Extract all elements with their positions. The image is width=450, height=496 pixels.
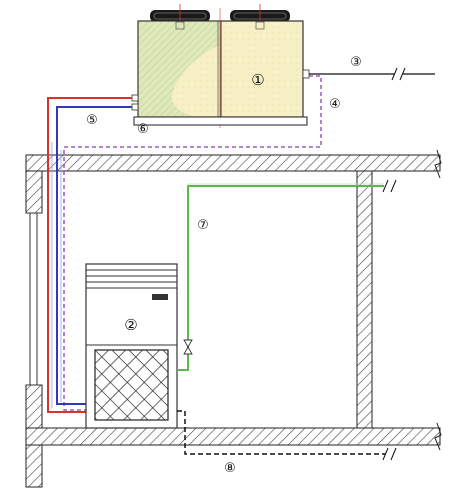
callout-red-pipe: ⑤ [86,113,98,128]
outdoor-unit-coil [139,22,219,116]
callout-drain-pipe: ⑦ [197,218,209,233]
callout-power-line: ③ [350,55,362,70]
blue-refrigerant-pipe [56,106,132,405]
callout-indoor-unit: ② [124,316,137,334]
callout-outdoor-unit: ① [251,71,264,89]
left-wall-basement [25,444,43,488]
break-mark-icon [382,447,397,461]
break-mark-icon [391,67,406,81]
indoor-unit-badge [152,294,168,300]
break-mark-icon [434,149,442,451]
callout-floor-drain: ⑧ [224,461,236,476]
callout-blue-pipe: ⑥ [137,122,149,137]
left-wall-upper [25,170,43,214]
window-frame [26,212,42,386]
power-line [309,67,435,81]
filter-grille-icon [94,349,169,421]
floor-drain-line [177,410,385,455]
floor-slab [25,427,441,446]
outdoor-unit: ① [131,4,310,128]
break-mark-icon [382,179,397,193]
drain-pipe [177,185,384,371]
outdoor-unit-base [133,116,308,126]
fan-icon [150,4,210,22]
right-column [356,170,373,429]
roof-slab [25,154,441,172]
red-refrigerant-pipe [47,97,132,413]
indoor-unit-louvers [86,269,177,289]
callout-signal-line: ④ [329,97,341,112]
signal-line [63,75,322,411]
indoor-unit: ② [85,263,178,429]
valve-icon [183,339,193,355]
fan-icon [230,4,290,22]
building-structure [25,149,442,488]
